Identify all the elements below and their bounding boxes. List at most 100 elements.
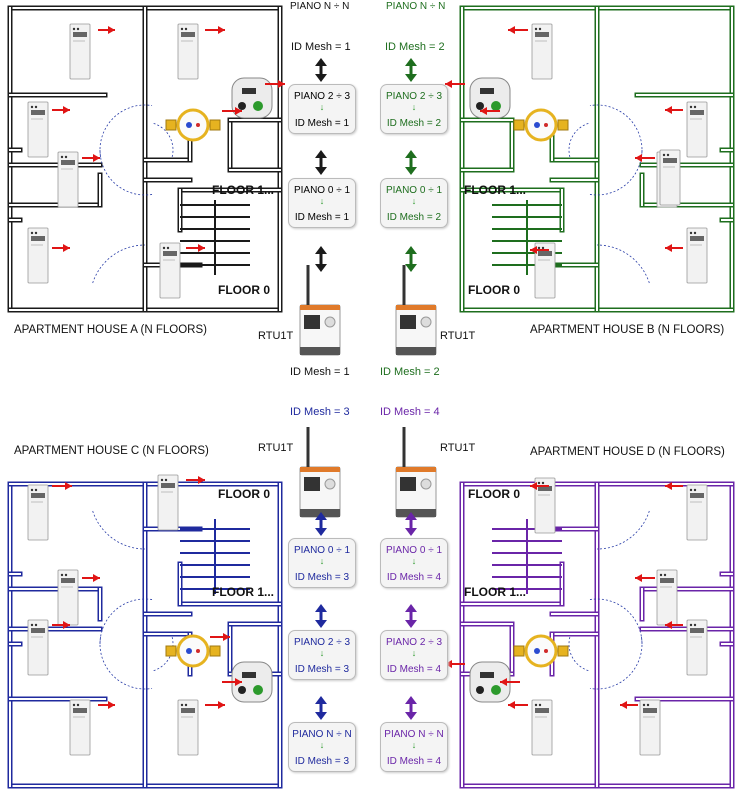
house-c-floor-upper: FLOOR 1... <box>212 585 275 599</box>
house-d-label: APARTMENT HOUSE D (N FLOORS) <box>530 446 725 458</box>
plan-house-b <box>459 5 735 313</box>
red-arrow-head <box>445 80 452 88</box>
mesh-b-rtu-label: RTU1T <box>440 330 476 342</box>
meter-icon <box>27 101 49 158</box>
mesh-link-head-down <box>405 167 417 175</box>
mesh-link-head-down <box>405 712 417 720</box>
red-arrow-head <box>620 701 627 709</box>
mesh-link-head-up <box>315 696 327 704</box>
house-c-floor-ground: FLOOR 0 <box>218 487 271 501</box>
water-meter-icon <box>164 108 222 142</box>
meter-icon <box>686 101 708 158</box>
mesh-link-head-up <box>405 512 417 520</box>
mesh-a-box-2-id: ID Mesh = 1 <box>294 212 350 223</box>
mesh-c-box-3-arrow: ↓ <box>319 740 325 750</box>
mesh-d-rtu-label: RTU1T <box>440 442 476 454</box>
mesh-c-box-1-id: ID Mesh = 3 <box>294 572 350 583</box>
red-arrow-head <box>480 107 487 115</box>
mesh-link-head-up <box>405 696 417 704</box>
mesh-link-head-up <box>315 512 327 520</box>
mesh-c-rtu-label: RTU1T <box>258 442 294 454</box>
house-a-label: APARTMENT HOUSE A (N FLOORS) <box>14 324 207 336</box>
water-meter-icon <box>512 634 570 668</box>
mesh-a-box-2-piano: PIANO 0 ÷ 1 <box>293 185 351 196</box>
mesh-a-rtu-label: RTU1T <box>258 330 294 342</box>
meter-icon <box>69 23 91 80</box>
mesh-c-box-2: PIANO 2 ÷ 3 ↓ ID Mesh = 3 <box>288 630 356 680</box>
mesh-a-box-1-id: ID Mesh = 1 <box>294 118 350 129</box>
mesh-d-box-1: PIANO 0 ÷ 1 ↓ ID Mesh = 4 <box>380 538 448 588</box>
mesh-link-head-up <box>315 150 327 158</box>
door-swing <box>568 122 589 159</box>
mesh-b-box-1-id: ID Mesh = 2 <box>386 118 442 129</box>
red-arrow-head <box>63 106 70 114</box>
water-meter-icon <box>512 108 570 142</box>
mesh-a-box-1: PIANO 2 ÷ 3 ↓ ID Mesh = 1 <box>288 84 356 134</box>
mesh-c-box-3-piano: PIANO N ÷ N <box>292 729 352 740</box>
mesh-d-top-id: ID Mesh = 4 <box>380 406 440 418</box>
mesh-b-top-id: ID Mesh = 2 <box>385 41 445 53</box>
red-arrow-head <box>108 701 115 709</box>
meter-icon <box>27 484 49 541</box>
door-swing <box>596 510 650 550</box>
mesh-d-box-1-id: ID Mesh = 4 <box>386 572 442 583</box>
mesh-link-head-down <box>405 528 417 536</box>
red-arrow-head <box>665 106 672 114</box>
red-arrow-head <box>665 244 672 252</box>
mesh-c-top-id: ID Mesh = 3 <box>290 406 350 418</box>
red-arrow-head <box>530 246 537 254</box>
red-arrow-head <box>665 482 672 490</box>
mesh-d-box-3-arrow: ↓ <box>411 740 417 750</box>
mesh-c-box-2-piano: PIANO 2 ÷ 3 <box>293 637 351 648</box>
mesh-b-box-1: PIANO 2 ÷ 3 ↓ ID Mesh = 2 <box>380 84 448 134</box>
mesh-d-box-3-id: ID Mesh = 4 <box>386 756 442 767</box>
door-swing <box>99 149 153 196</box>
meter-icon <box>686 619 708 676</box>
red-arrow-head <box>500 678 507 686</box>
mesh-link-head-up <box>315 604 327 612</box>
mesh-c-box-3-id: ID Mesh = 3 <box>294 756 350 767</box>
mesh-a-box-2: PIANO 0 ÷ 1 ↓ ID Mesh = 1 <box>288 178 356 228</box>
red-arrow-head <box>93 154 100 162</box>
mesh-b-top-piano: PIANO N ÷ N <box>386 1 446 12</box>
plan-house-d <box>459 481 735 789</box>
mesh-c-box-3: PIANO N ÷ N ↓ ID Mesh = 3 <box>288 722 356 772</box>
red-arrow-head <box>665 621 672 629</box>
mesh-a-box-2-arrow: ↓ <box>319 196 325 206</box>
meter-icon <box>659 149 681 206</box>
red-arrow-head <box>508 26 515 34</box>
meter-icon <box>177 23 199 80</box>
meter-icon <box>686 227 708 284</box>
rtu-device-icon <box>298 263 342 357</box>
meter-icon <box>27 619 49 676</box>
mesh-b-rtu-id: ID Mesh = 2 <box>380 366 440 378</box>
red-arrow-head <box>198 476 205 484</box>
door-swing <box>92 510 146 550</box>
meter-icon <box>159 242 181 299</box>
mesh-d-box-2: PIANO 2 ÷ 3 ↓ ID Mesh = 4 <box>380 630 448 680</box>
mesh-a-box-1-piano: PIANO 2 ÷ 3 <box>293 91 351 102</box>
mesh-link-head-down <box>315 712 327 720</box>
mesh-c-box-2-id: ID Mesh = 3 <box>294 664 350 675</box>
red-arrow-head <box>508 701 515 709</box>
meter-icon <box>27 227 49 284</box>
meter-icon <box>57 569 79 626</box>
mesh-b-box-2-arrow: ↓ <box>411 196 417 206</box>
door-swing <box>153 122 174 159</box>
mesh-d-box-3: PIANO N ÷ N ↓ ID Mesh = 4 <box>380 722 448 772</box>
plan-house-c <box>7 481 283 789</box>
house-a-floor-ground: FLOOR 0 <box>218 283 271 297</box>
meter-icon <box>531 23 553 80</box>
mesh-d-box-1-arrow: ↓ <box>411 556 417 566</box>
red-arrow-head <box>635 574 642 582</box>
meter-icon <box>534 242 556 299</box>
door-swing <box>596 244 650 284</box>
mesh-link-head-up <box>405 604 417 612</box>
rtu-device-icon <box>394 263 438 357</box>
mesh-b-box-1-piano: PIANO 2 ÷ 3 <box>385 91 443 102</box>
red-arrow-head <box>93 574 100 582</box>
red-arrow-head <box>218 701 225 709</box>
house-b-floor-upper: FLOOR 1... <box>464 183 527 197</box>
devices <box>27 23 708 756</box>
mesh-a-rtu-id: ID Mesh = 1 <box>290 366 350 378</box>
